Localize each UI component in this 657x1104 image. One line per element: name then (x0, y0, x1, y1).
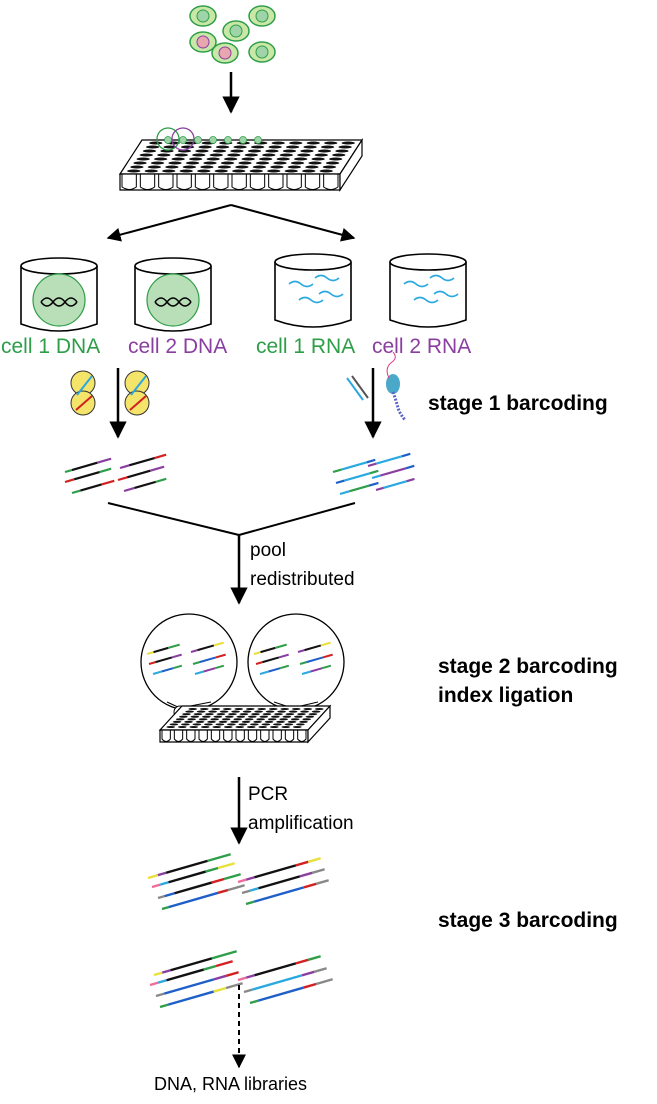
tube-icon (20, 257, 98, 332)
pool-connector (107, 502, 356, 536)
well-plate-icon (118, 127, 364, 193)
magnifier-circle-icon (140, 613, 345, 719)
rna-strand-icon (403, 274, 459, 304)
stage-2-label: stage 2 barcoding (438, 655, 618, 678)
tube-icon (134, 257, 212, 332)
fragments-rna (332, 452, 415, 496)
dna-helix-icon (154, 297, 192, 307)
stage-2-sublabel: index ligation (438, 684, 574, 707)
sample-label-cell-2-rna: cell 2 RNA (372, 335, 472, 358)
rna-strand-icon (288, 274, 344, 304)
cells-icon (189, 5, 276, 64)
sample-label-cell-1-rna: cell 1 RNA (256, 335, 356, 358)
pcr-step-label: PCR (248, 784, 289, 805)
tube-icon (274, 253, 352, 328)
pcr-step-sublabel: amplification (248, 813, 354, 834)
transposase-icon (70, 370, 150, 416)
stage-1-label: stage 1 barcoding (428, 392, 608, 415)
output-label: DNA, RNA libraries (154, 1074, 308, 1094)
fragments-dna (64, 453, 167, 495)
sample-label-cell-2-dna: cell 2 DNA (128, 335, 228, 358)
sample-label-cell-1-dna: cell 1 DNA (1, 335, 101, 358)
pool-step-label: pool (250, 540, 286, 561)
dna-helix-icon (40, 297, 78, 307)
tube-icon (389, 253, 467, 328)
reverse-transcriptase-icon (346, 351, 407, 421)
pool-step-sublabel: redistributed (250, 569, 355, 590)
well-plate-icon (158, 704, 332, 744)
arrow-icon (106, 204, 356, 242)
fragments-amplified (147, 853, 333, 1009)
stage-3-label: stage 3 barcoding (438, 909, 618, 932)
